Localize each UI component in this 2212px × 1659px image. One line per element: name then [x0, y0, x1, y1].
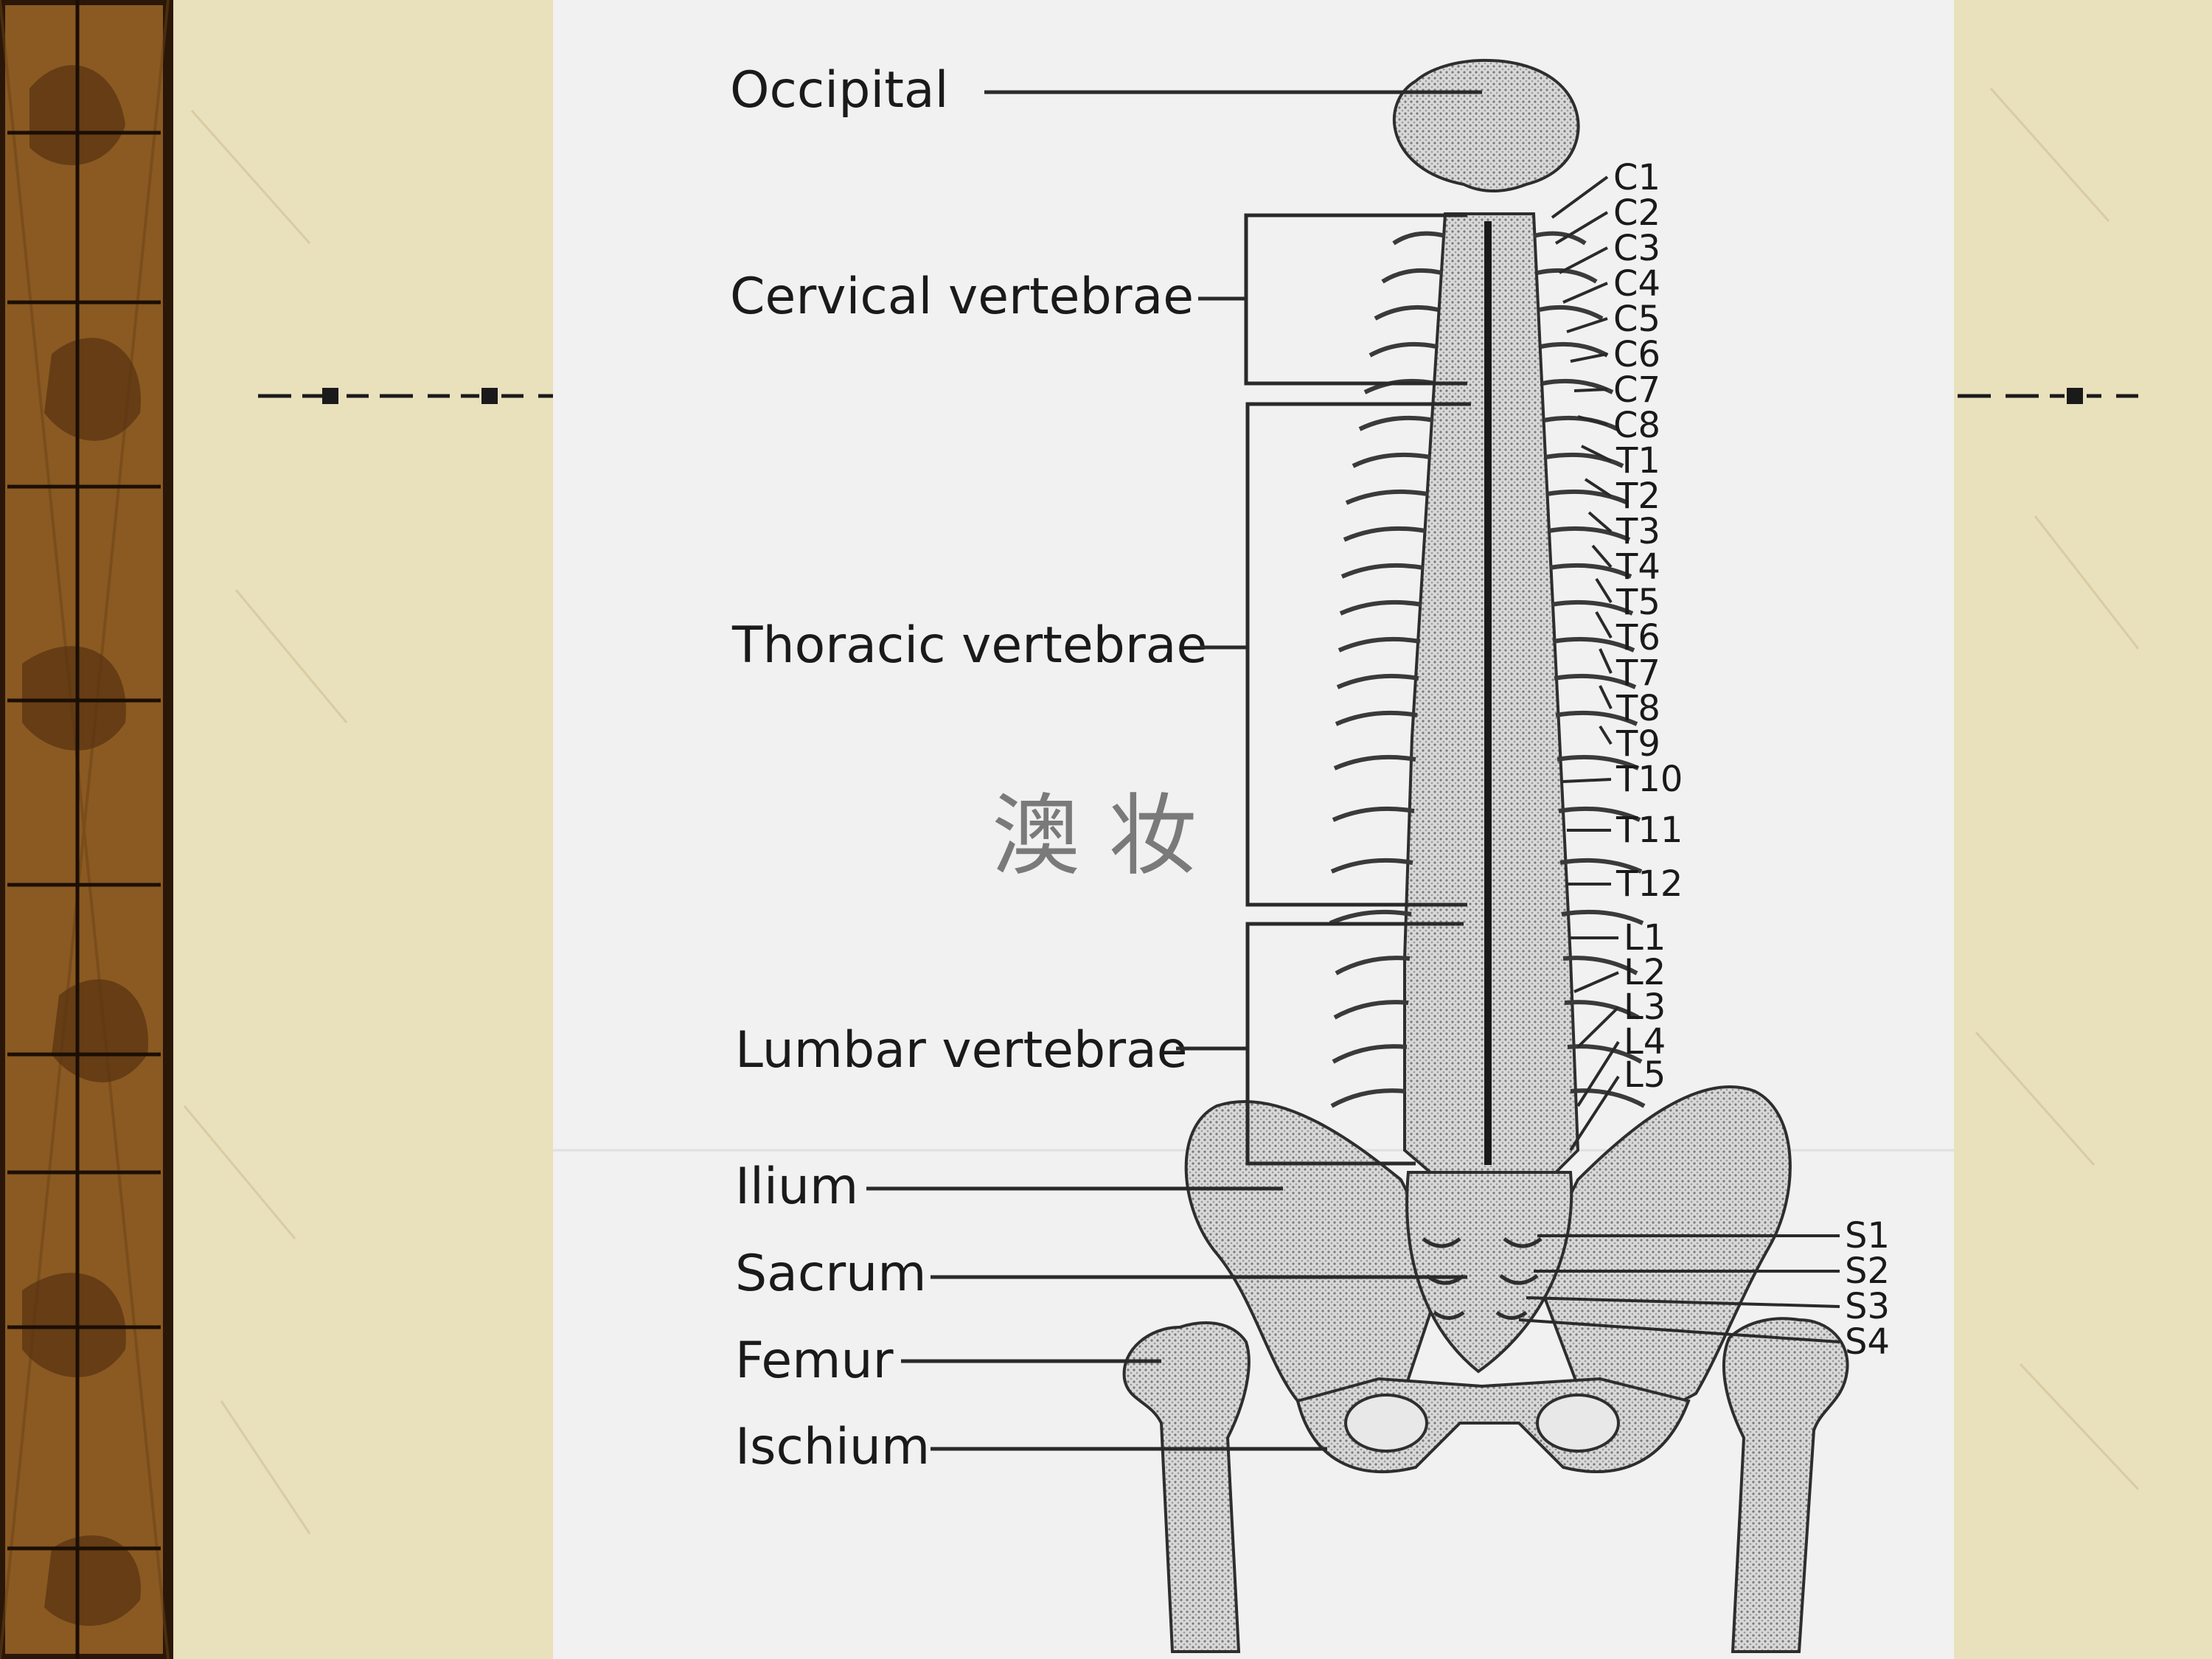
segment-label: C8	[1613, 405, 1660, 446]
label-femur: Femur	[735, 1332, 894, 1390]
decorative-rule-left	[258, 388, 553, 404]
segment-label: C4	[1613, 263, 1660, 305]
segment-label: T8	[1615, 688, 1660, 729]
label-occipital: Occipital	[730, 61, 948, 119]
label-lumbar-vertebrae: Lumbar vertebrae	[735, 1021, 1188, 1079]
sacral-segment-labels: S1 S2 S3 S4	[1845, 1215, 1890, 1363]
label-cervical-vertebrae: Cervical vertebrae	[730, 268, 1194, 326]
wood-strip	[0, 0, 173, 1659]
segment-pointers	[1518, 175, 1840, 1343]
cervical-segment-labels: C1 C2 C3 C4 C5 C6 C7 C8	[1613, 157, 1660, 446]
segment-label: L5	[1624, 1054, 1666, 1096]
thoracic-segment-labels: T1 T2 T3 T4 T5 T6 T7 T8 T9 T10 T11 T12	[1615, 440, 1683, 905]
segment-label: T2	[1615, 476, 1660, 517]
label-ischium: Ischium	[735, 1418, 930, 1476]
segment-label: C5	[1613, 299, 1660, 340]
segment-label: S4	[1845, 1321, 1890, 1363]
parchment-texture	[183, 88, 2140, 1534]
segment-label: C2	[1613, 192, 1660, 234]
segment-label: L2	[1624, 952, 1666, 993]
segment-label: T9	[1615, 723, 1660, 765]
segment-label: T4	[1615, 546, 1660, 588]
segment-label: L4	[1624, 1021, 1666, 1062]
segment-label: C7	[1613, 369, 1660, 411]
segment-label: T1	[1615, 440, 1660, 481]
segment-label: L1	[1624, 917, 1666, 959]
decorative-rule-right	[1958, 388, 2138, 404]
obturator-left	[1344, 1394, 1428, 1453]
segment-label: T10	[1615, 759, 1683, 800]
segment-label: S1	[1845, 1215, 1890, 1256]
obturator-right	[1536, 1394, 1620, 1453]
ilium-right	[1531, 1085, 1792, 1447]
leader-lines	[866, 90, 1482, 1451]
segment-label: T6	[1615, 617, 1660, 658]
segment-label: T7	[1615, 653, 1660, 694]
segment-label: S3	[1845, 1286, 1890, 1327]
segment-label: T11	[1615, 810, 1683, 851]
segment-label: C1	[1613, 157, 1660, 198]
segment-label: C6	[1613, 334, 1660, 375]
watermark: 澳 妆	[992, 785, 1197, 888]
label-ilium: Ilium	[735, 1158, 858, 1216]
segment-label: T5	[1615, 582, 1660, 623]
femur-right	[1722, 1317, 1849, 1653]
segment-label: C3	[1613, 228, 1660, 269]
segment-label: L3	[1624, 987, 1666, 1028]
label-sacrum: Sacrum	[735, 1245, 927, 1303]
femur-left	[1122, 1321, 1251, 1653]
segment-labels: C1 C2 C3 C4 C5 C6 C7 C8 T1 T2 T3 T4 T5 T…	[1613, 157, 1890, 1363]
label-thoracic-vertebrae: Thoracic vertebrae	[731, 616, 1207, 675]
lumbar-segment-labels: L1 L2 L3 L4 L5	[1624, 917, 1666, 1096]
region-labels: Occipital Cervical vertebrae Thoracic ve…	[730, 61, 1207, 1476]
segment-label: T3	[1615, 511, 1660, 552]
scanned-paper	[553, 0, 1954, 1659]
segment-label: S2	[1845, 1251, 1890, 1292]
segment-label: T12	[1615, 863, 1683, 905]
